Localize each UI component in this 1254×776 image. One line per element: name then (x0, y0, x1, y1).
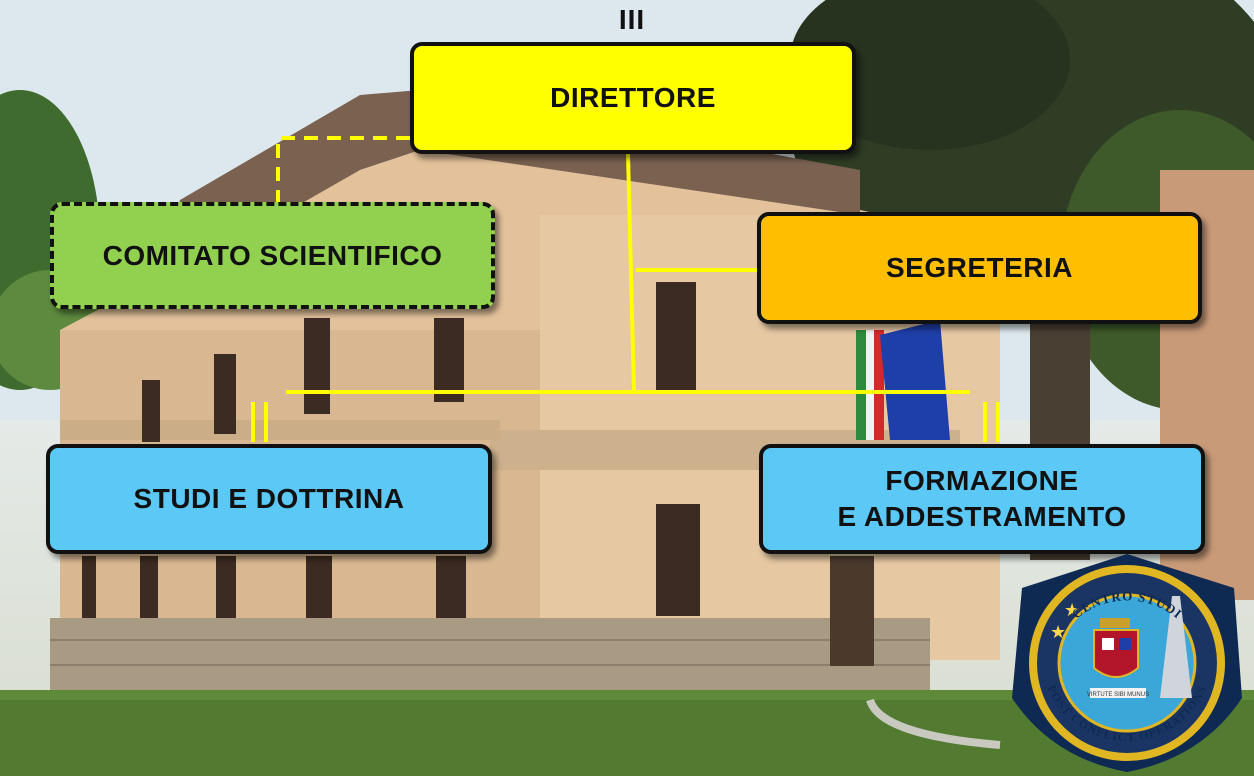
node-direttore: DIRETTORE (410, 42, 856, 154)
node-direttore-label: DIRETTORE (550, 82, 716, 113)
direttore-trunk-line (626, 153, 636, 393)
node-comitato-label: COMITATO SCIENTIFICO (102, 239, 443, 271)
centro-studi-emblem-logo: ★ ★ VIRTUTE SIBI MUNUS CENTRO STUDI POST… (1012, 554, 1242, 772)
svg-text:★: ★ (1050, 622, 1066, 642)
node-segreteria: SEGRETERIA (757, 212, 1202, 324)
node-studi-label: STUDI E DOTTRINA (133, 483, 405, 514)
studi-unit-marker (251, 402, 268, 442)
rank-marker: III (618, 4, 646, 35)
node-formazione-e-addestramento: FORMAZIONE E ADDESTRAMENTO (759, 444, 1205, 554)
node-formazione-label-line1: FORMAZIONE (885, 465, 1079, 496)
node-comitato-scientifico: COMITATO SCIENTIFICO (50, 202, 495, 309)
node-studi-e-dottrina: STUDI E DOTTRINA (46, 444, 492, 554)
node-formazione-label-line2: E ADDESTRAMENTO (837, 501, 1127, 532)
node-segreteria-label: SEGRETERIA (885, 252, 1074, 283)
comitato-dashed-connector (276, 136, 410, 202)
svg-text:★: ★ (1064, 600, 1080, 620)
formazione-unit-marker (983, 402, 1000, 442)
emblem-motto: VIRTUTE SIBI MUNUS (1087, 692, 1149, 698)
